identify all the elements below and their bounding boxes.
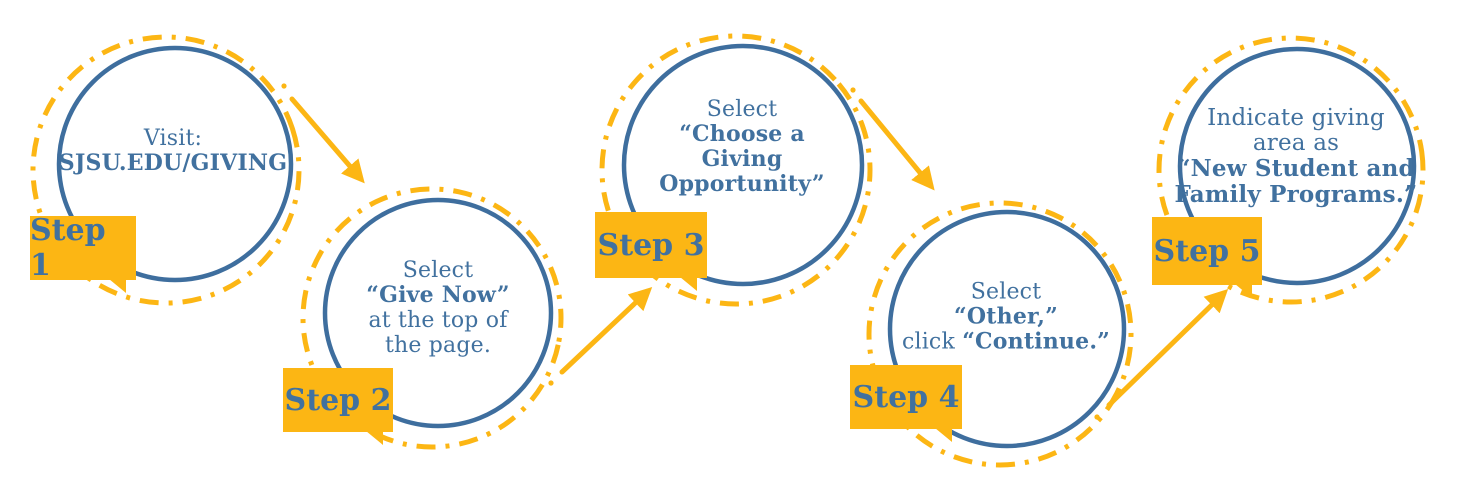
step-1-text: Visit: SJSU.EDU/GIVING bbox=[48, 126, 298, 176]
step-2-dashed-ring bbox=[300, 186, 564, 450]
step-1-dashed-ring bbox=[30, 34, 302, 306]
step-4-dashed-ring bbox=[866, 200, 1134, 468]
step-5-text-line: Indicate giving bbox=[1207, 105, 1385, 131]
step-2-text-line: at the top of bbox=[368, 308, 508, 333]
step-3-text: Select “Choose a Giving Opportunity” bbox=[617, 97, 867, 197]
step-3-dashed-ring bbox=[599, 33, 873, 307]
step-2-text: Select “Give Now” at the top of the page… bbox=[313, 258, 563, 358]
step-4-badge: Step 4 bbox=[850, 365, 962, 442]
arrow-step3-to-step4 bbox=[850, 87, 935, 191]
arrow-step4-to-step5 bbox=[1094, 288, 1229, 420]
step-5-text-line: Family Programs.” bbox=[1174, 181, 1418, 208]
step-5-text-line: area as bbox=[1252, 130, 1340, 156]
step-5-dashed-ring bbox=[1156, 35, 1426, 305]
step-4-text-line: click “Continue.” bbox=[901, 328, 1111, 355]
step-1-badge: Step 1 bbox=[30, 213, 136, 293]
step-1-text-line: SJSU.EDU/GIVING bbox=[58, 150, 288, 176]
step-3-text-line: Opportunity” bbox=[659, 171, 825, 197]
step-3-text-line: Giving bbox=[701, 146, 783, 172]
step-2-badge: Step 2 bbox=[283, 368, 393, 445]
step-3-badge-label: Step 3 bbox=[597, 227, 705, 263]
step-3-text-line: Select bbox=[706, 97, 778, 122]
arrow-step1-to-step2 bbox=[281, 83, 365, 184]
step-2-text-line: the page. bbox=[384, 333, 492, 358]
step-2-badge-label: Step 2 bbox=[284, 382, 392, 418]
step-2-text-line: Select bbox=[402, 258, 474, 283]
step-3-text-line: “Choose a bbox=[679, 121, 805, 147]
step-4-text-line: “Other,” bbox=[954, 303, 1058, 330]
step-4-text-line: Select bbox=[970, 279, 1042, 305]
step-1-text-line: Visit: bbox=[143, 126, 203, 151]
step-5-badge-label: Step 5 bbox=[1153, 233, 1261, 269]
step-1-badge-label: Step 1 bbox=[30, 213, 106, 283]
step-3-badge: Step 3 bbox=[595, 212, 707, 291]
arrow-step2-to-step3 bbox=[548, 287, 653, 386]
step-4-text: Select “Other,” click “Continue.” bbox=[881, 280, 1131, 355]
step-5-badge: Step 5 bbox=[1152, 217, 1262, 298]
step-4-badge-label: Step 4 bbox=[852, 379, 960, 415]
step-5-text-line: “New Student and bbox=[1177, 155, 1415, 182]
step-5-text: Indicate giving area as “New Student and… bbox=[1171, 106, 1421, 208]
step-2-text-line: “Give Now” bbox=[366, 282, 510, 308]
